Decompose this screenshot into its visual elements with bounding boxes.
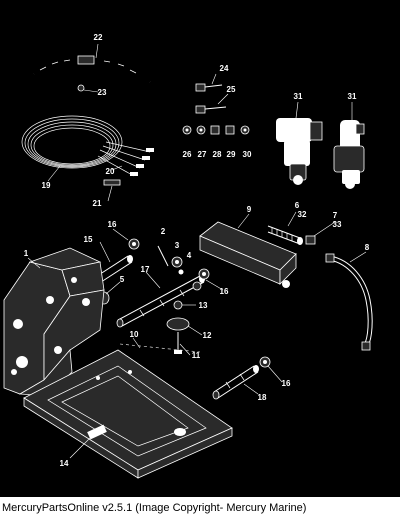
- part-31-motor-assembly-left: [276, 118, 323, 185]
- part-22-hose: [33, 55, 151, 84]
- part-16-nut-right: [192, 281, 202, 291]
- part-17-long-pin: [116, 275, 205, 328]
- part-25-screw: [195, 105, 227, 114]
- part-30-washer: [240, 125, 250, 135]
- callout-28: 28: [213, 150, 222, 159]
- callout-24: 24: [220, 64, 229, 73]
- callout-31-left: 31: [294, 92, 303, 101]
- part-12-disc: [166, 317, 190, 331]
- part-16-nut-mid: [198, 268, 210, 280]
- callout-13: 13: [199, 301, 208, 310]
- part-28-nut: [210, 125, 220, 135]
- callout-29: 29: [227, 150, 236, 159]
- callout-1: 1: [24, 249, 29, 258]
- callout-27: 27: [198, 150, 207, 159]
- part-9-cylinder-housing: [199, 221, 297, 288]
- callout-16-right: 16: [220, 287, 229, 296]
- part-27-washer: [196, 125, 206, 135]
- callout-5: 5: [120, 275, 125, 284]
- callout-21: 21: [93, 199, 102, 208]
- callout-4: 4: [187, 251, 192, 260]
- callout-labels: 22 23 24 25 26 27 28 29 30 31 31 20 19 2…: [24, 33, 370, 468]
- callout-16-lower: 16: [282, 379, 291, 388]
- part-31-motor-assembly-right: [333, 120, 365, 189]
- callout-31-right: 31: [348, 92, 357, 101]
- callout-15: 15: [84, 235, 93, 244]
- callout-11: 11: [192, 351, 201, 360]
- callout-33: 33: [333, 220, 342, 229]
- callout-9: 9: [247, 205, 252, 214]
- part-26-nut: [182, 125, 192, 135]
- callout-20: 20: [106, 167, 115, 176]
- part-8-hose: [325, 253, 373, 351]
- callout-22: 22: [94, 33, 103, 42]
- callout-18: 18: [258, 393, 267, 402]
- callout-26: 26: [183, 150, 192, 159]
- callout-16-top: 16: [108, 220, 117, 229]
- callout-3: 3: [175, 241, 180, 250]
- callout-2: 2: [161, 227, 166, 236]
- exploded-view-drawing: 22 23 24 25 26 27 28 29 30 31 31 20 19 2…: [3, 33, 373, 479]
- callout-19: 19: [42, 181, 51, 190]
- part-18-pin: [212, 365, 259, 400]
- callout-8: 8: [365, 243, 370, 252]
- copyright-caption: MercuryPartsOnline v2.5.1 (Image Copyrig…: [2, 502, 307, 514]
- callout-32: 32: [298, 210, 307, 219]
- part-16-nut-lower: [259, 356, 271, 368]
- callout-23: 23: [98, 88, 107, 97]
- part-16-nut: [128, 238, 140, 250]
- callout-30: 30: [243, 150, 252, 159]
- part-1-transom-bracket: [3, 247, 105, 397]
- part-2-pin: [157, 245, 169, 267]
- callout-14: 14: [60, 459, 69, 468]
- part-21-connector: [103, 179, 121, 186]
- part-3-washer: [171, 256, 183, 268]
- callout-10: 10: [130, 330, 139, 339]
- callout-12: 12: [203, 331, 212, 340]
- part-11-bolt: [174, 332, 182, 354]
- part-20-leads: [97, 141, 154, 177]
- callout-6: 6: [295, 201, 300, 210]
- callout-17: 17: [141, 265, 150, 274]
- part-13-screw: [173, 300, 183, 310]
- part-23-fitting: [77, 84, 85, 92]
- callout-25: 25: [227, 85, 236, 94]
- part-6-threaded-rod: [267, 225, 303, 245]
- part-4-clip: [178, 269, 184, 275]
- part-10-reference: [119, 343, 201, 353]
- parts-diagram: 22 23 24 25 26 27 28 29 30 31 31 20 19 2…: [0, 0, 400, 497]
- part-14-base-plate: [23, 349, 233, 479]
- leader-lines: [27, 43, 367, 459]
- part-24-screw: [195, 83, 223, 92]
- part-29-nut: [225, 125, 235, 135]
- callout-7: 7: [333, 211, 338, 220]
- part-7-nut: [305, 235, 316, 245]
